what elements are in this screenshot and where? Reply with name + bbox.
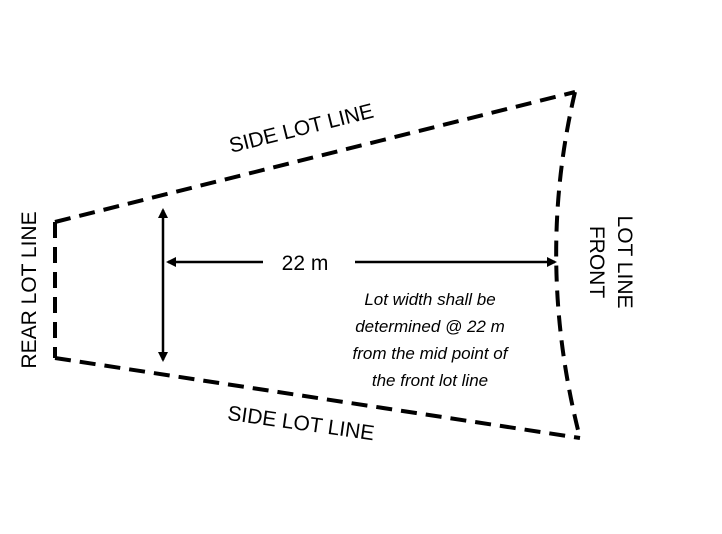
front-lot-line-label-2: LOT LINE [613,216,636,309]
side-lot-line-bottom [54,356,581,440]
rear-lot-line-label: REAR LOT LINE [18,211,41,368]
side-lot-line-bottom-label: SIDE LOT LINE [226,402,376,445]
note-line: from the mid point of [353,344,510,363]
note-line: determined @ 22 m [355,317,505,336]
note-line: Lot width shall be [364,290,495,309]
front-lot-line-label-1: FRONT [585,226,608,298]
front-lot-line [554,91,582,439]
distance-label: 22 m [282,252,329,275]
side-lot-line-top [54,90,576,224]
note-line: the front lot line [372,371,488,390]
